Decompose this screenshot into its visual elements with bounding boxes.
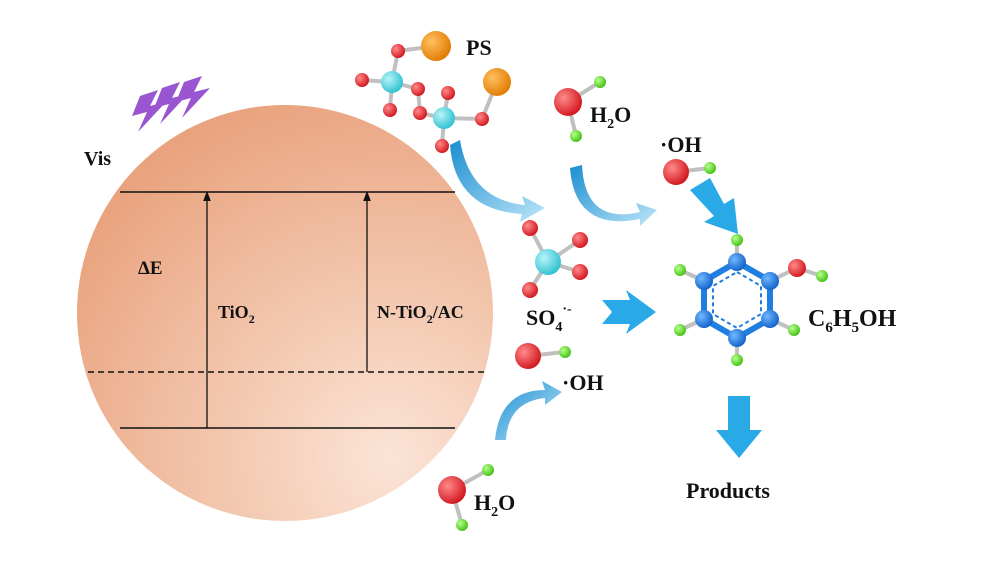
- persulfate-molecule: [355, 31, 511, 153]
- oh-bottom-label: ·OH: [562, 370, 604, 395]
- phenol-label: C6H5OH: [808, 306, 897, 336]
- hydroxyl-radical-bottom: [515, 343, 571, 369]
- water-molecule-bottom: [438, 464, 494, 531]
- vis-label: Vis: [84, 148, 111, 170]
- h2o-top-label: H2O: [590, 102, 631, 132]
- water-molecule-top: [554, 76, 606, 142]
- so4-radical-label: SO4·-: [526, 302, 572, 335]
- block-arrow-to-products: [716, 396, 762, 458]
- ps-label: PS: [466, 35, 492, 60]
- curved-arrow-ps: [450, 140, 545, 222]
- oh-top-label: ·OH: [660, 132, 702, 157]
- phenol-molecule: [674, 234, 828, 366]
- products-label: Products: [686, 478, 770, 503]
- block-arrow-so4-to-phenol: [602, 290, 656, 334]
- hydroxyl-radical-top: [663, 159, 716, 185]
- curved-arrow-h2o-bottom: [495, 381, 562, 440]
- h2o-bottom-label: H2O: [474, 490, 515, 520]
- sulfate-radical-molecule: [522, 220, 588, 298]
- block-arrow-oh-to-phenol: [690, 178, 738, 234]
- tio2-particle: [77, 105, 493, 521]
- lightning-icon: [132, 76, 210, 132]
- ntio2-label: N-TiO2/AC: [377, 302, 464, 326]
- curved-arrow-h2o-top: [570, 165, 657, 226]
- tio2-label: TiO2: [218, 302, 255, 326]
- delta-e-label: ΔE: [138, 258, 163, 279]
